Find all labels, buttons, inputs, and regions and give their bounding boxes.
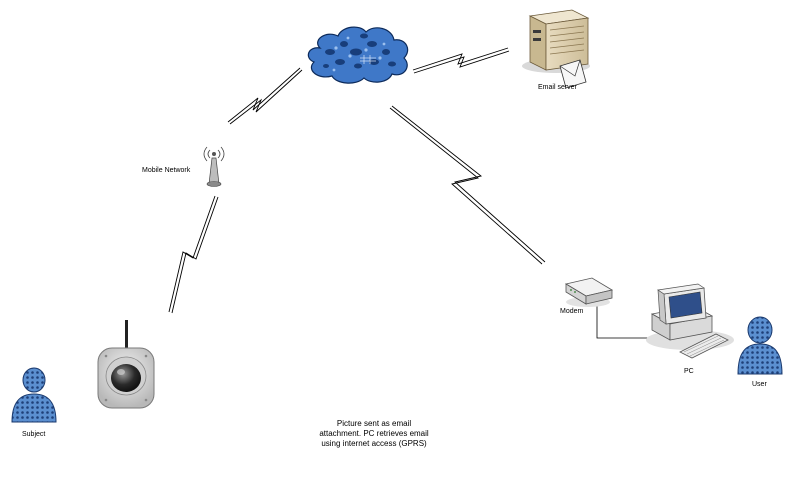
subject-label: Subject <box>22 431 46 438</box>
diagram-caption: Picture sent as email attachment. PC ret… <box>319 419 429 448</box>
link-camera-to-mobile-network <box>168 195 219 314</box>
mobile-network-label: Mobile Network <box>142 167 191 174</box>
user-label: User <box>752 381 767 388</box>
link-cloud-to-mobile-network <box>227 67 303 125</box>
subject-person-icon <box>11 367 57 423</box>
pc-icon <box>646 283 734 359</box>
pc-label: PC <box>684 368 694 375</box>
modem-label: Modem <box>560 308 584 315</box>
mobile-network-antenna-icon <box>203 146 225 187</box>
link-cloud-to-modem <box>389 105 546 265</box>
user-person-icon <box>737 316 783 375</box>
modem-to-pc-cable <box>596 302 656 339</box>
dome-camera-icon <box>97 320 155 409</box>
internet-cloud-icon <box>307 26 409 84</box>
email-server-label: Email server <box>538 84 577 91</box>
email-server-icon <box>522 9 590 89</box>
link-cloud-to-email-server <box>412 47 510 74</box>
modem-icon <box>564 277 614 307</box>
